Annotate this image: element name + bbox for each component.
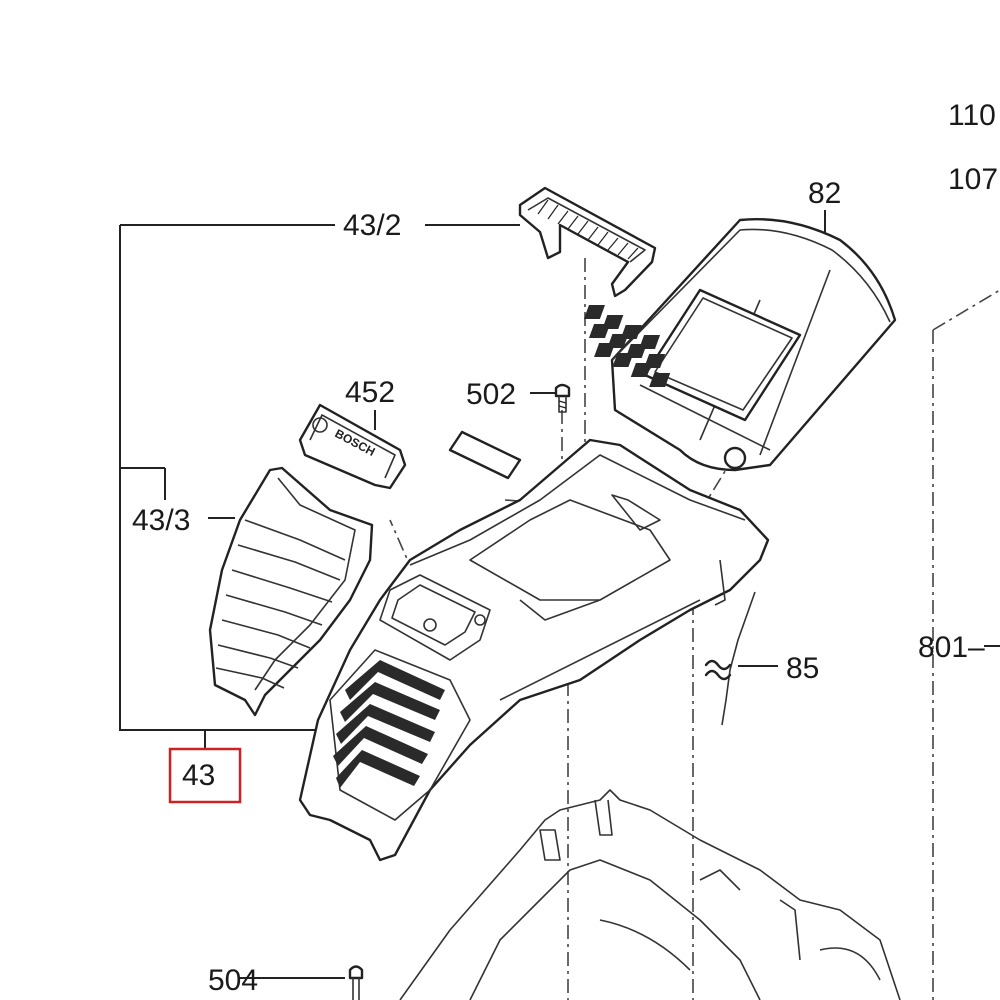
main-housing-part xyxy=(298,438,770,862)
screw-502-part xyxy=(554,383,571,413)
keypad-cover-part xyxy=(583,217,897,472)
label-504: 504 xyxy=(208,964,258,997)
handle-grip-part xyxy=(518,186,657,298)
bosch-badge-part: BOSCH xyxy=(298,403,407,490)
label-502: 502 xyxy=(466,378,516,411)
label-85: 85 xyxy=(786,652,819,685)
label-43: 43 xyxy=(182,759,215,792)
leader-lines xyxy=(208,210,1000,979)
label-43-3: 43/3 xyxy=(132,504,190,537)
callout-labels: 43/2 82 452 502 43/3 85 43 801– 110 107 … xyxy=(132,99,998,997)
label-452: 452 xyxy=(345,376,395,409)
label-107: 107 xyxy=(948,163,998,196)
label-801: 801– xyxy=(918,631,985,664)
label-82: 82 xyxy=(808,177,841,210)
small-pad-part xyxy=(448,430,522,480)
spring-85-part xyxy=(704,591,756,726)
label-43-2: 43/2 xyxy=(343,209,401,242)
grille-cover-part xyxy=(208,466,374,717)
label-110: 110 xyxy=(948,99,996,132)
highlight-box-43 xyxy=(168,747,242,804)
group-43-bracket xyxy=(119,224,335,748)
lower-deck-part xyxy=(348,789,901,1000)
